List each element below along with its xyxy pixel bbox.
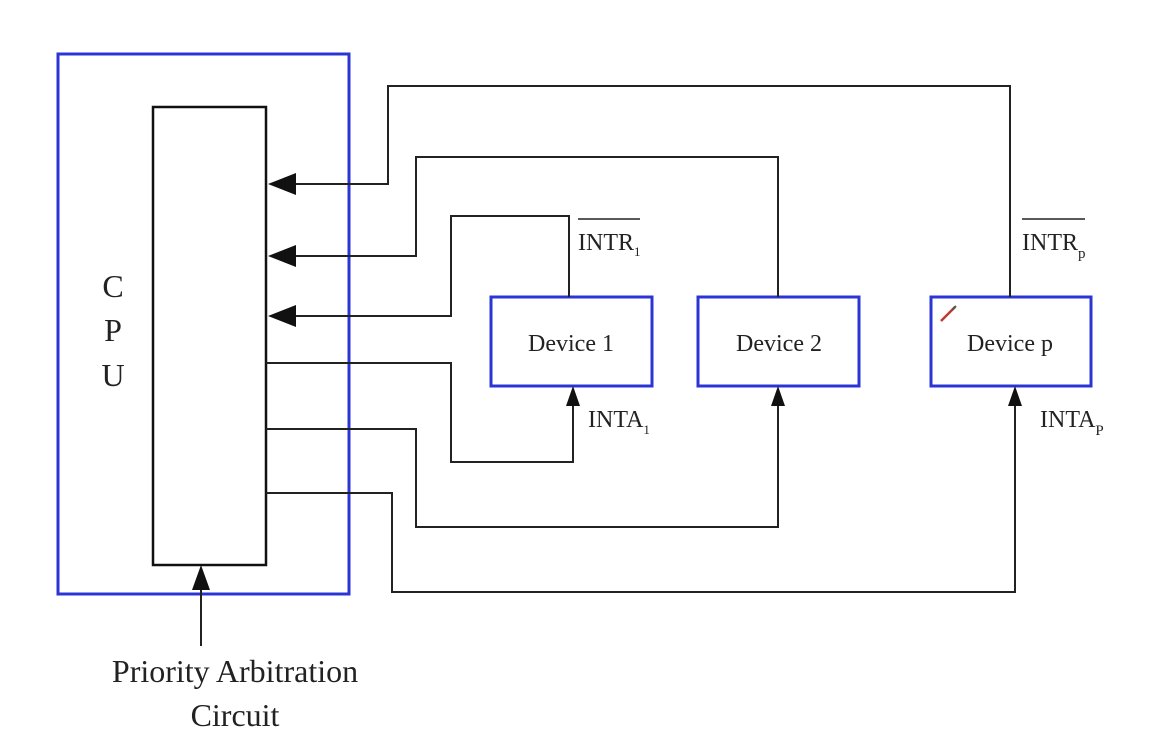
inta-2-arrow — [771, 386, 785, 406]
arbiter-caption-line2: Circuit — [191, 697, 280, 733]
inta-p-arrow — [1008, 386, 1022, 406]
device-1-label: Device 1 — [528, 331, 614, 357]
inta-2-wire — [266, 405, 779, 528]
inta-1-arrow — [566, 386, 580, 406]
intr-1-arrow — [268, 305, 296, 327]
arbiter-input-arrow — [192, 565, 210, 590]
intr-p-arrow — [268, 173, 296, 195]
inta-1-label: INTA1 — [588, 407, 650, 437]
intr-p-wire — [290, 85, 1011, 297]
inta-1-wire — [266, 362, 574, 463]
intr-p-label: INTRp — [1022, 230, 1086, 262]
device-p-box — [929, 295, 1093, 388]
cpu-letter-c: C — [102, 268, 123, 304]
device-p-label: Device p — [967, 331, 1053, 357]
intr-2-arrow — [268, 245, 296, 267]
intr-1-label: INTR1 — [578, 230, 641, 259]
cpu-letter-p: P — [104, 312, 122, 348]
arbitration-block — [151, 105, 268, 567]
device-2-label: Device 2 — [736, 331, 822, 357]
inta-p-wire — [266, 405, 1016, 593]
device-1-box — [489, 295, 654, 388]
arbiter-caption-line1: Priority Arbitration — [112, 653, 358, 689]
intr-2-wire — [290, 156, 779, 297]
inta-p-label: INTAP — [1040, 407, 1104, 439]
pen-cursor-icon — [940, 305, 957, 322]
intr-1-wire — [290, 215, 570, 317]
cpu-letter-u: U — [101, 357, 124, 393]
